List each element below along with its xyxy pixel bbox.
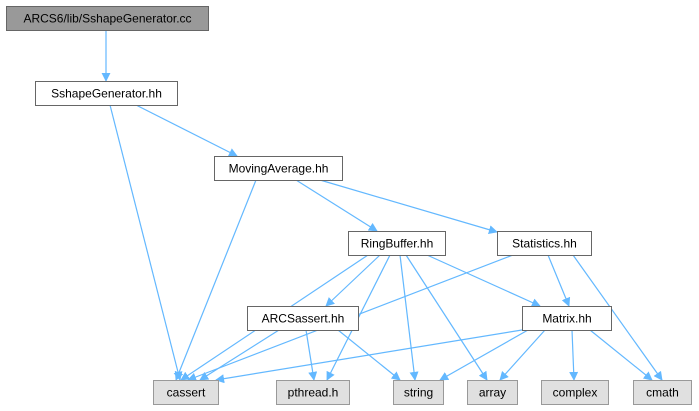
- edge-arcsassert-to-cassert: [199, 329, 280, 381]
- node-label: RingBuffer.hh: [361, 237, 434, 251]
- node-complex: complex: [541, 380, 609, 405]
- node-label: MovingAverage.hh: [229, 162, 329, 176]
- edge-ring-to-arcsassert: [325, 254, 381, 307]
- edge-stats-to-matrix: [547, 254, 571, 307]
- node-box: [633, 380, 692, 405]
- edge-matrix-to-cmath: [589, 329, 653, 381]
- node-label: complex: [553, 386, 598, 400]
- node-box: [497, 231, 592, 256]
- node-sshape-hh[interactable]: SshapeGenerator.hh: [35, 81, 178, 106]
- edge-stats-to-cmath: [572, 254, 663, 381]
- node-cmath: cmath: [633, 380, 692, 405]
- node-label: SshapeGenerator.hh: [51, 87, 162, 101]
- edge-ring-to-string: [399, 254, 419, 381]
- node-box: [153, 380, 219, 405]
- edge-ring-to-matrix: [426, 254, 541, 307]
- node-sshape-cc[interactable]: ARCS6/lib/SshapeGenerator.cc: [6, 6, 209, 31]
- node-stats[interactable]: Statistics.hh: [497, 231, 592, 256]
- node-array: array: [467, 380, 518, 405]
- node-box: [522, 306, 612, 331]
- node-box: [214, 156, 343, 181]
- node-box: [247, 306, 359, 331]
- node-box: [541, 380, 609, 405]
- edge-moving-to-stats: [319, 179, 498, 235]
- node-box: [467, 380, 518, 405]
- node-label: pthread.h: [288, 386, 339, 400]
- node-label: cassert: [167, 386, 206, 400]
- node-matrix[interactable]: Matrix.hh: [522, 306, 612, 331]
- node-box: [35, 81, 178, 106]
- edge-sshape_hh-to-cassert: [109, 104, 183, 381]
- node-label: ARCS6/lib/SshapeGenerator.cc: [23, 12, 191, 26]
- edge-matrix-to-array: [499, 329, 546, 381]
- node-box: [6, 6, 209, 31]
- node-arcsassert[interactable]: ARCSassert.hh: [247, 306, 359, 331]
- node-string: string: [393, 380, 444, 405]
- node-label: cmath: [646, 386, 679, 400]
- edge-ring-to-array: [405, 254, 488, 381]
- node-label: array: [479, 386, 506, 400]
- edge-moving-to-ring: [295, 179, 378, 232]
- node-ring[interactable]: RingBuffer.hh: [348, 231, 446, 256]
- edge-moving-to-cassert: [174, 179, 257, 381]
- node-box: [348, 231, 446, 256]
- node-box: [393, 380, 444, 405]
- node-pthread: pthread.h: [276, 380, 350, 405]
- edge-matrix-to-cassert: [215, 329, 523, 384]
- node-label: Matrix.hh: [542, 312, 591, 326]
- node-label: Statistics.hh: [512, 237, 577, 251]
- node-label: ARCSassert.hh: [262, 312, 345, 326]
- edge-sshape_hh-to-moving: [135, 104, 238, 157]
- node-cassert: cassert: [153, 380, 219, 405]
- edge-arcsassert-to-pthread: [305, 329, 318, 381]
- node-label: string: [404, 386, 433, 400]
- edge-matrix-to-string: [439, 329, 529, 381]
- edge-matrix-to-complex: [569, 329, 579, 381]
- node-moving[interactable]: MovingAverage.hh: [214, 156, 343, 181]
- dependency-nodes: ARCS6/lib/SshapeGenerator.ccSshapeGenera…: [6, 6, 692, 405]
- node-box: [276, 380, 350, 405]
